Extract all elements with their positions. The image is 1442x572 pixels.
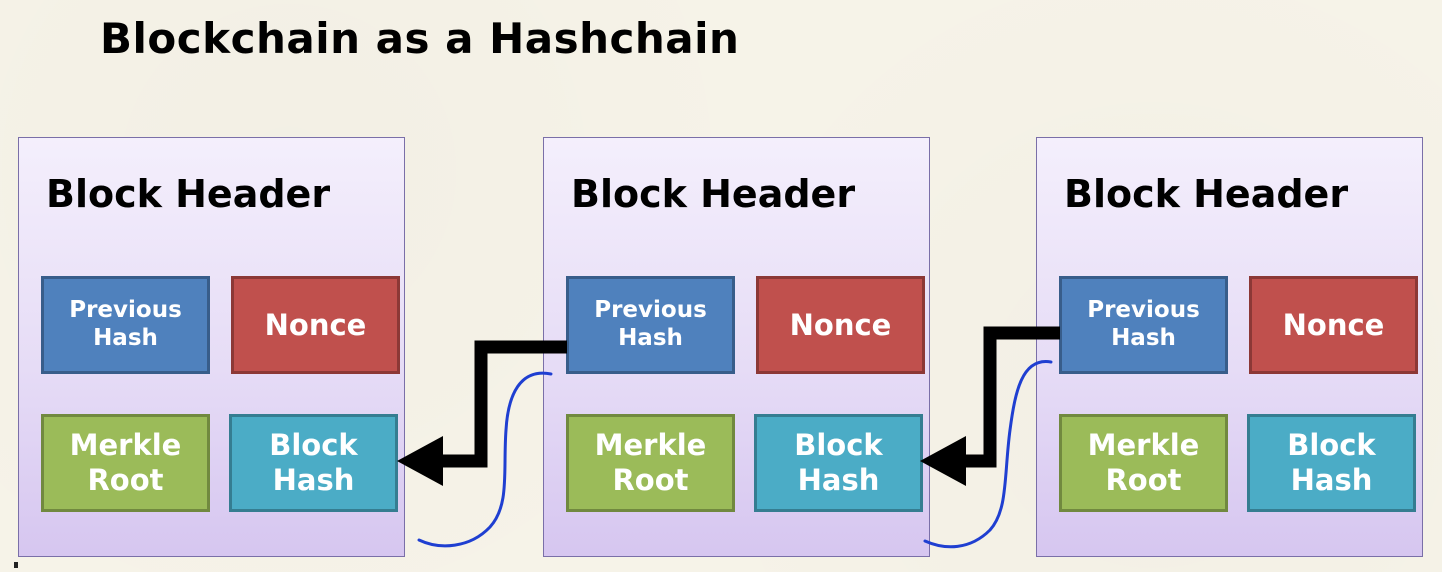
previous-hash-field: Previous Hash — [41, 276, 210, 374]
hash-link-arrow-2 — [962, 326, 1060, 468]
arrowhead-1 — [397, 436, 443, 486]
merkle-root-label: Merkle Root — [69, 428, 182, 497]
nonce-label: Nonce — [1282, 307, 1385, 342]
block-hash-label: Block Hash — [794, 428, 883, 497]
merkle-root-field: Merkle Root — [566, 414, 735, 512]
block-hash-field: Block Hash — [229, 414, 398, 512]
block-header-title: Block Header — [1064, 172, 1349, 216]
block-header-title: Block Header — [46, 172, 331, 216]
nonce-label: Nonce — [789, 307, 892, 342]
block-3: Block Header Previous Hash Nonce Merkle … — [1036, 137, 1423, 557]
arrowhead-2 — [920, 436, 966, 486]
block-hash-label: Block Hash — [1287, 428, 1376, 497]
previous-hash-field: Previous Hash — [1059, 276, 1228, 374]
block-hash-label: Block Hash — [269, 428, 358, 497]
block-hash-field: Block Hash — [754, 414, 923, 512]
previous-hash-label: Previous Hash — [1087, 297, 1200, 351]
previous-hash-label: Previous Hash — [69, 297, 182, 351]
nonce-field: Nonce — [231, 276, 400, 374]
block-hash-field: Block Hash — [1247, 414, 1416, 512]
hash-link-arrow-1 — [440, 340, 567, 468]
previous-hash-label: Previous Hash — [594, 297, 707, 351]
nonce-field: Nonce — [756, 276, 925, 374]
block-2: Block Header Previous Hash Nonce Merkle … — [543, 137, 930, 557]
previous-hash-field: Previous Hash — [566, 276, 735, 374]
annotation-stroke-2 — [923, 360, 1053, 549]
merkle-root-field: Merkle Root — [1059, 414, 1228, 512]
block-1: Block Header Previous Hash Nonce Merkle … — [18, 137, 405, 557]
merkle-root-label: Merkle Root — [1087, 428, 1200, 497]
nonce-label: Nonce — [264, 307, 367, 342]
slide-title: Blockchain as a Hashchain — [100, 14, 740, 63]
block-header-title: Block Header — [571, 172, 856, 216]
merkle-root-field: Merkle Root — [41, 414, 210, 512]
nonce-field: Nonce — [1249, 276, 1418, 374]
annotation-stroke-1 — [417, 371, 553, 548]
cursor-mark — [14, 562, 18, 568]
merkle-root-label: Merkle Root — [594, 428, 707, 497]
